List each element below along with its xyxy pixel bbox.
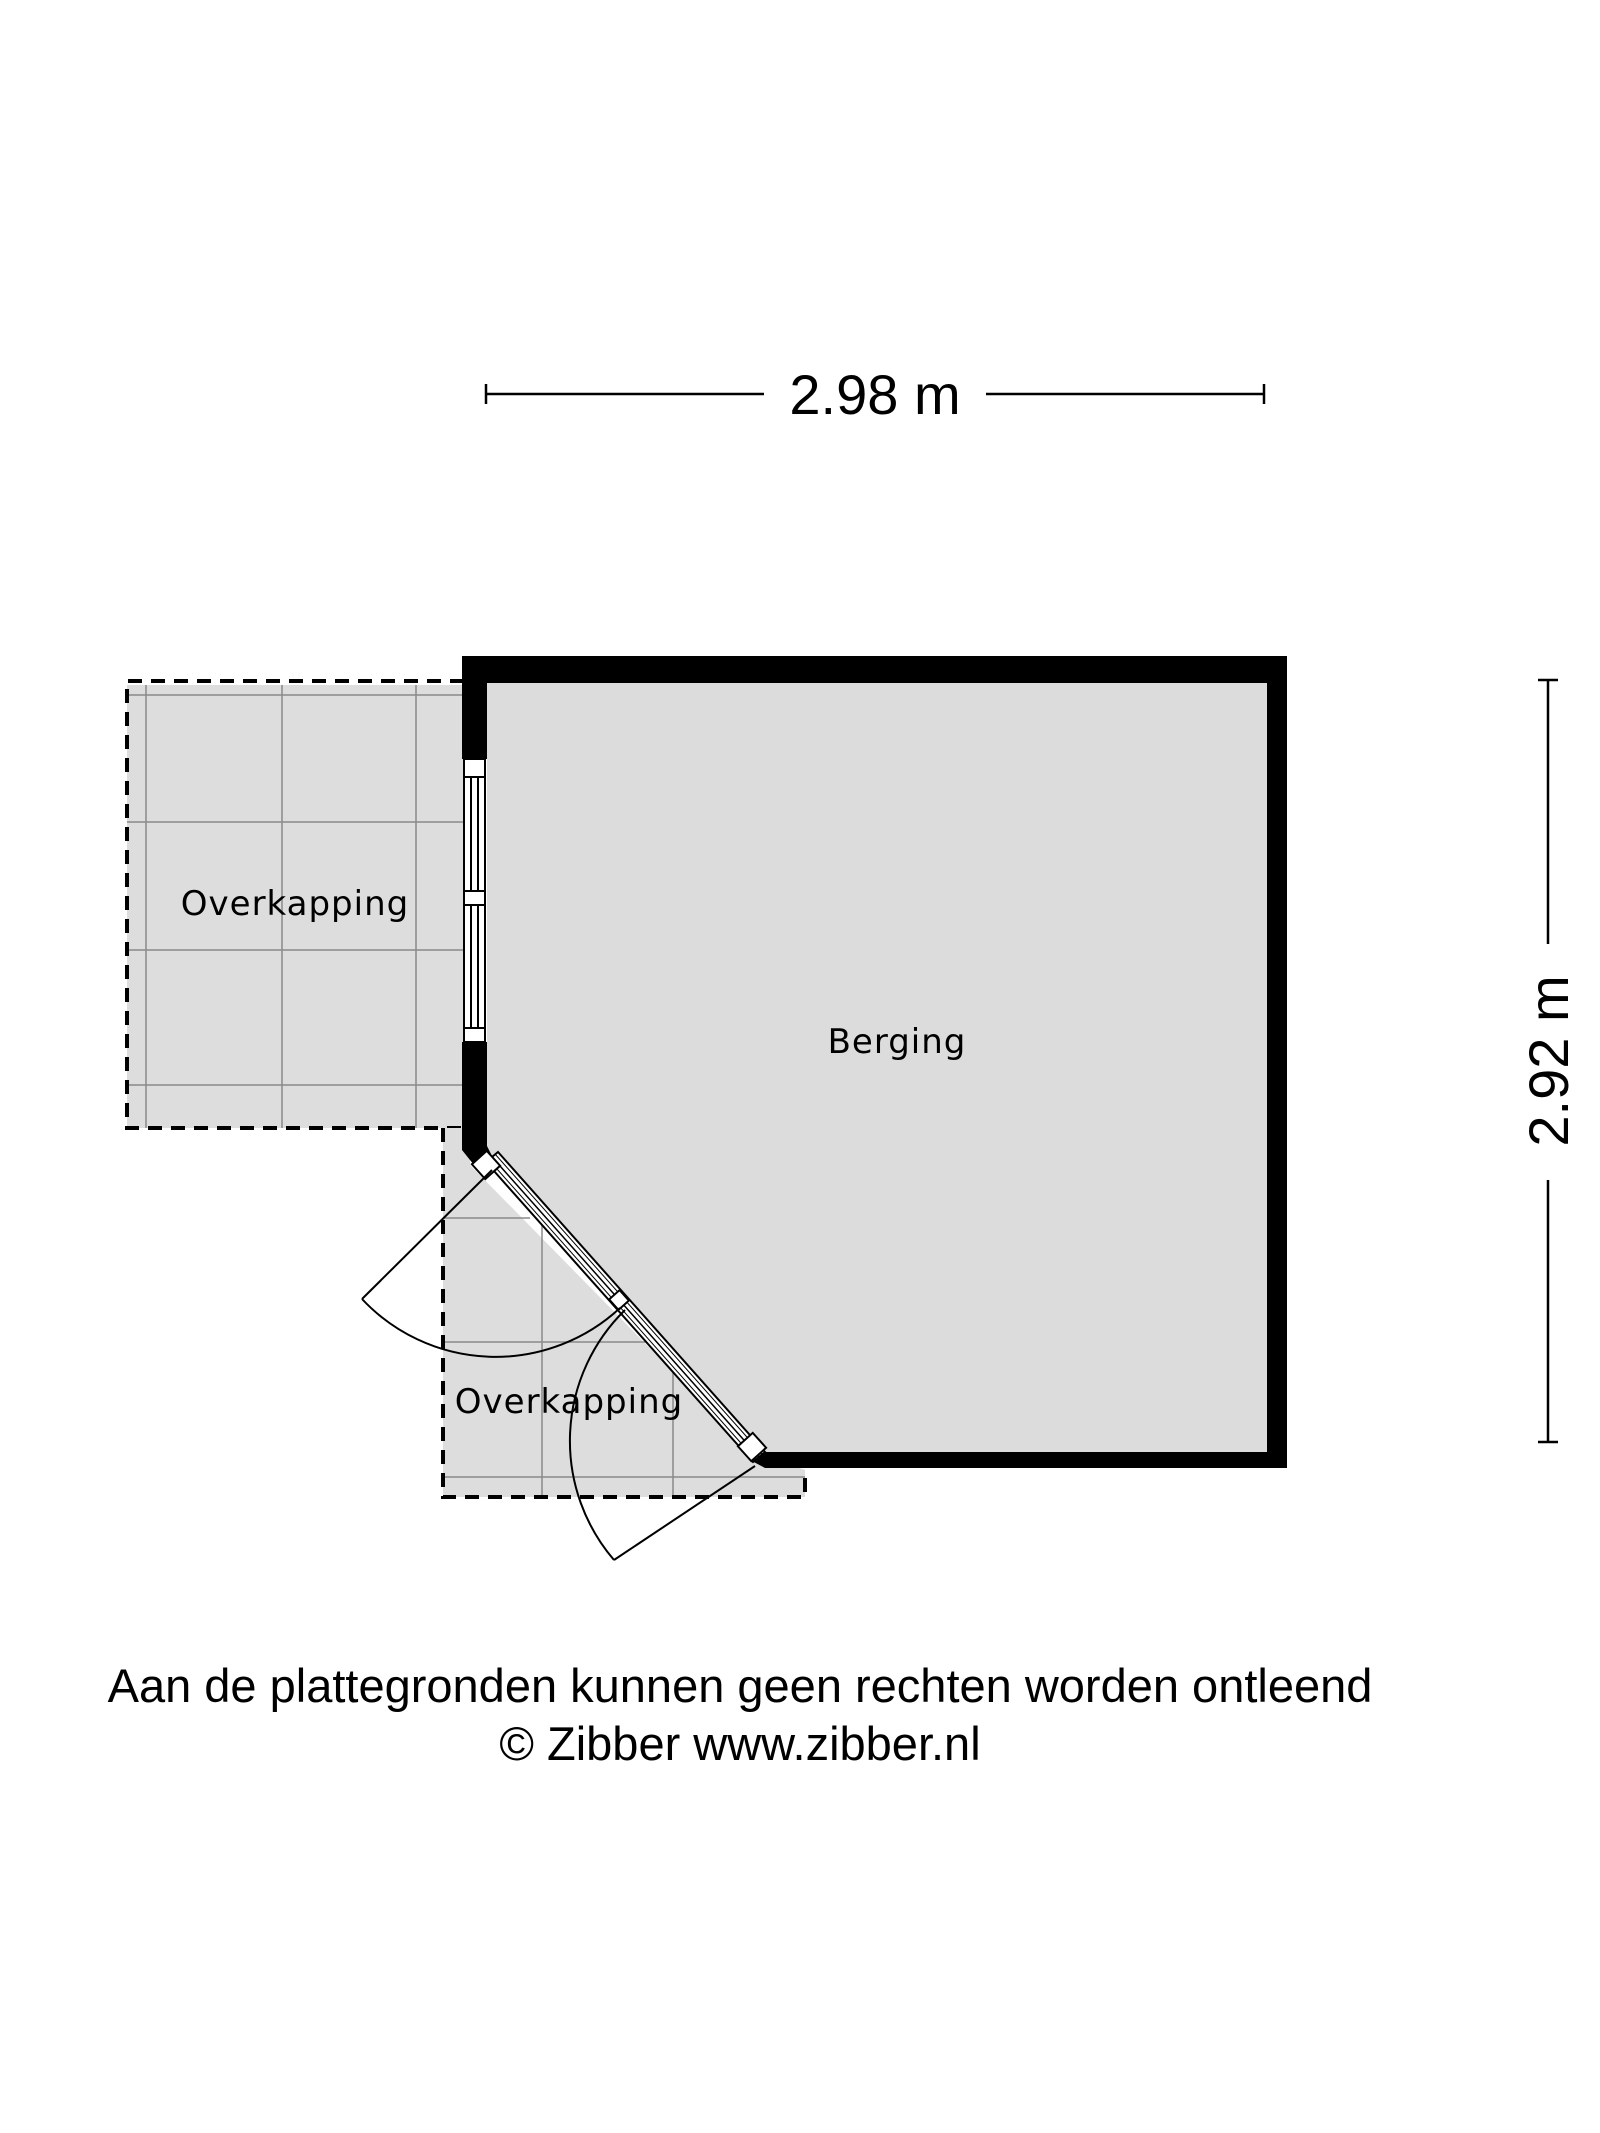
copyright-text: © Zibber www.zibber.nl <box>499 1717 981 1770</box>
room-label-overkapping-top: Overkapping <box>181 884 409 924</box>
canopy-top-area <box>125 679 464 1130</box>
width-dimension-label: 2.98 m <box>789 363 960 426</box>
diagonal-door-frame <box>470 1149 768 1464</box>
room-label-berging: Berging <box>828 1022 967 1062</box>
height-dimension <box>1538 678 1558 1444</box>
door-swing-upper <box>361 1169 621 1358</box>
door-swing-lower <box>568 1309 756 1561</box>
room-label-overkapping-bottom: Overkapping <box>455 1382 683 1422</box>
width-dimension <box>484 384 1266 404</box>
disclaimer-text: Aan de plattegronden kunnen geen rechten… <box>107 1659 1373 1712</box>
walls <box>462 656 1287 1468</box>
height-dimension-label: 2.92 m <box>1517 975 1580 1146</box>
window-left <box>463 758 486 1043</box>
storage-room-floor <box>487 683 1267 1452</box>
